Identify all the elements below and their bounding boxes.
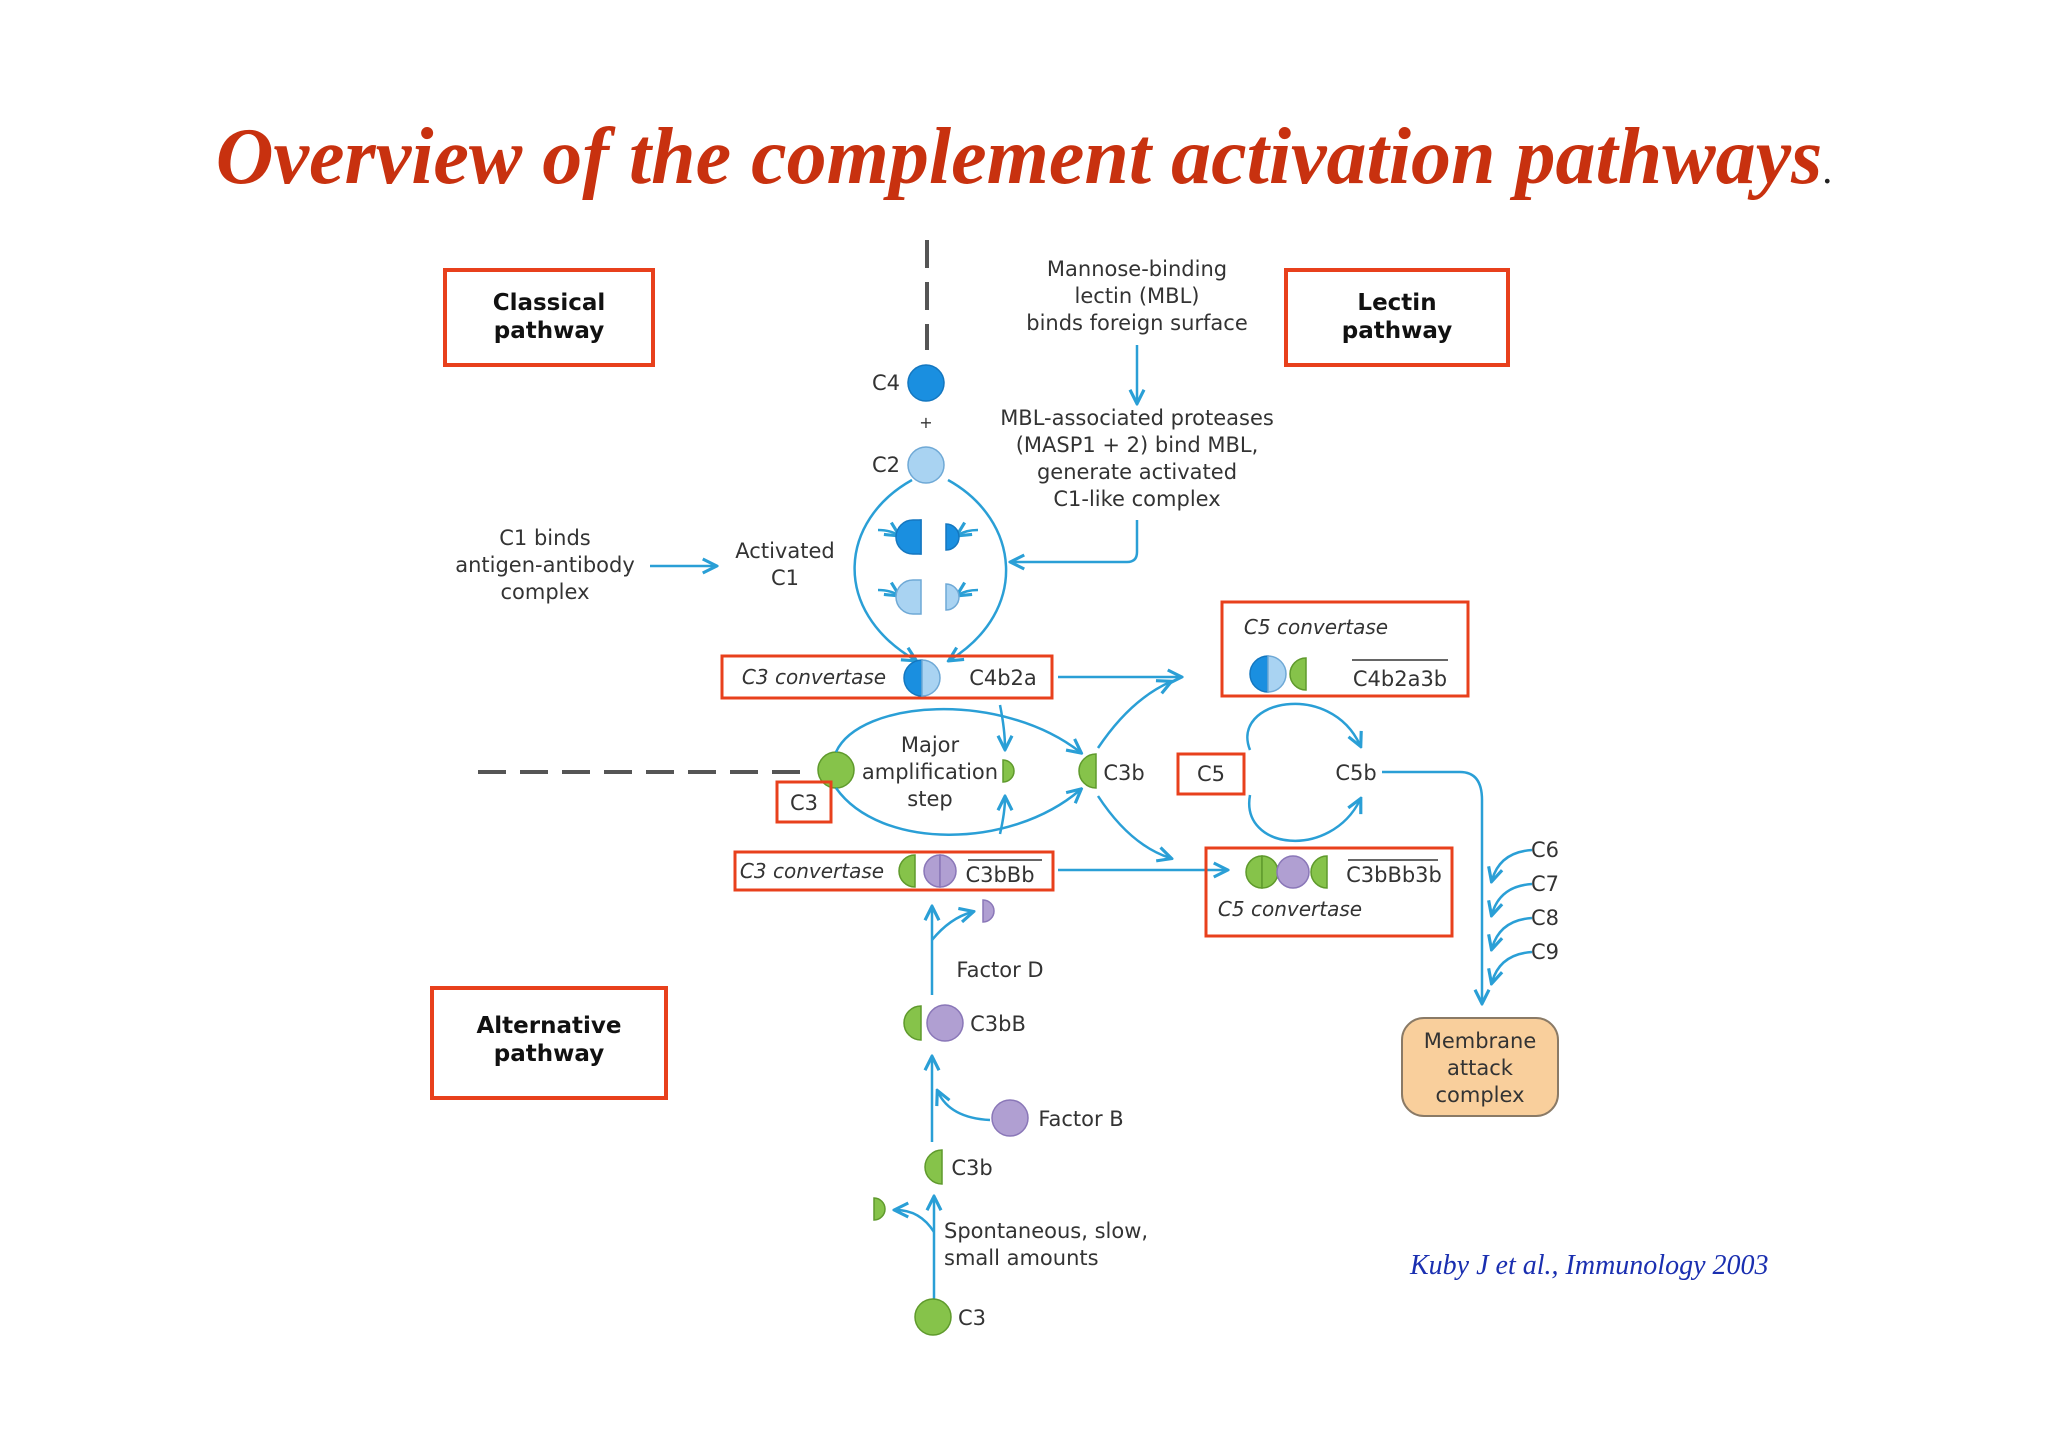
classical-label-1: Classical <box>493 290 606 316</box>
mbl-line-1: Mannose-binding <box>1047 257 1227 281</box>
lectin-label-1: Lectin <box>1357 290 1436 316</box>
masp-arrow <box>1012 520 1139 562</box>
c4b2a3b-label: C4b2a3b <box>1353 667 1447 691</box>
c3-convertase-alternative-box: C3 convertase C3bBb <box>733 850 1055 892</box>
c5-cleavage-loop <box>1246 702 1360 843</box>
factor-d-label: Factor D <box>956 958 1043 982</box>
major-line-1: Major <box>901 733 960 757</box>
c3-convertase-classical-label: C3 convertase <box>742 665 886 689</box>
c3-convertase-alternative-label: C3 convertase <box>740 859 884 883</box>
c3b-low-molecule <box>924 1149 943 1185</box>
mbl-line-3: binds foreign surface <box>1026 311 1248 335</box>
c3-low-label: C3 <box>958 1306 986 1330</box>
c3b-to-c5conv-classical-arrow <box>1096 682 1170 749</box>
major-line-3: step <box>907 787 952 811</box>
factor-b-label: Factor B <box>1038 1107 1123 1131</box>
factor-b-arrow <box>938 1092 991 1122</box>
c3b-middle-label: C3b <box>1103 761 1144 785</box>
mbl-text: Mannose-binding lectin (MBL) binds forei… <box>1026 257 1248 335</box>
membrane-attack-complex: Membrane attack complex <box>1401 1017 1559 1117</box>
c3-middle-box: C3 <box>775 780 833 824</box>
c3b-middle-molecule <box>1078 753 1097 789</box>
c3b-low-label: C3b <box>951 1156 992 1180</box>
spontaneous-line-1: Spontaneous, slow, <box>944 1219 1148 1243</box>
c2-label: C2 <box>872 453 900 477</box>
activated-c1-line-2: C1 <box>771 566 799 590</box>
activated-c1-line-1: Activated <box>735 539 834 563</box>
c7-label: C7 <box>1531 872 1559 896</box>
masp-line-1: MBL-associated proteases <box>1000 406 1274 430</box>
alternative-label-1: Alternative <box>477 1013 622 1039</box>
c5-convertase-alternative-label: C5 convertase <box>1218 897 1362 921</box>
c5-label: C5 <box>1197 762 1225 786</box>
major-amplification-loop <box>834 704 1080 836</box>
title-suffix: . <box>1822 147 1833 192</box>
masp-text: MBL-associated proteases (MASP1 + 2) bin… <box>1000 406 1274 511</box>
spontaneous-line-2: small amounts <box>944 1246 1099 1270</box>
lectin-pathway-box: Lectin pathway <box>1284 268 1510 367</box>
mac-line-3: complex <box>1436 1083 1525 1107</box>
c3bbb3b-label: C3bBb3b <box>1346 863 1442 887</box>
factor-b-molecule <box>991 1099 1029 1137</box>
slide-title: Overview of the complement activation pa… <box>0 112 2048 203</box>
c2-molecule <box>907 446 945 484</box>
c9-label: C9 <box>1531 940 1559 964</box>
factor-d-step: Factor D <box>932 899 1044 995</box>
c5-convertase-classical-label: C5 convertase <box>1244 615 1388 639</box>
c1binds-line-2: antigen-antibody <box>455 553 635 577</box>
c6-c9-inputs: C6 C7 C8 C9 <box>1492 838 1559 982</box>
c1binds-line-1: C1 binds <box>499 526 590 550</box>
c3-middle-label: C3 <box>790 791 818 815</box>
c1-activation-loop <box>853 478 1008 660</box>
c3bb-label: C3bB <box>970 1012 1026 1036</box>
title-text: Overview of the complement activation pa… <box>215 113 1823 201</box>
c4a-c4b-split <box>895 519 960 555</box>
mac-line-2: attack <box>1447 1056 1514 1080</box>
plus-sign: + <box>919 413 932 432</box>
c4-label: C4 <box>872 371 900 395</box>
c2a-c2b-split <box>895 579 960 615</box>
major-amplification-text: Major amplification step <box>862 733 998 811</box>
c1-binds-text: C1 binds antigen-antibody complex <box>455 526 635 604</box>
masp-line-3: generate activated <box>1037 460 1237 484</box>
c1binds-line-3: complex <box>501 580 590 604</box>
c3a-low-fragment <box>873 1197 886 1221</box>
c5-convertase-classical-box: C5 convertase C4b2a3b <box>1220 600 1470 698</box>
c8-label: C8 <box>1531 906 1559 930</box>
c6-label: C6 <box>1531 838 1559 862</box>
c3bb-complex: C3bB <box>903 1004 1026 1042</box>
alternative-pathway-box: Alternative pathway <box>430 986 668 1100</box>
classical-label-2: pathway <box>494 318 604 344</box>
c5b-label: C5b <box>1335 761 1376 785</box>
c3-convertase-classical-box: C3 convertase C4b2a <box>720 654 1054 700</box>
c3b-to-c5conv-alt-arrow <box>1096 795 1170 858</box>
major-line-2: amplification <box>862 760 998 784</box>
alternative-label-2: pathway <box>494 1041 604 1067</box>
classical-pathway-box: Classical pathway <box>443 268 655 367</box>
c5-convertase-alternative-box: C3bBb3b C5 convertase <box>1204 846 1454 938</box>
c4-molecule <box>907 364 945 402</box>
mac-line-1: Membrane <box>1424 1029 1537 1053</box>
lectin-label-2: pathway <box>1342 318 1452 344</box>
c4b2a-label: C4b2a <box>969 666 1037 690</box>
masp-line-4: C1-like complex <box>1053 487 1220 511</box>
c5-box: C5 <box>1176 752 1246 796</box>
mbl-line-2: lectin (MBL) <box>1075 284 1200 308</box>
masp-line-2: (MASP1 + 2) bind MBL, <box>1016 433 1259 457</box>
citation: Kuby J et al., Immunology 2003 <box>1410 1250 1769 1281</box>
c3a-release-arrow <box>896 1210 936 1233</box>
c5b-to-mac-arrow <box>1382 770 1482 1002</box>
c3-low-molecule <box>914 1298 952 1336</box>
c3bbb-label: C3bBb <box>965 863 1034 887</box>
c3a-fragment <box>1002 759 1015 783</box>
